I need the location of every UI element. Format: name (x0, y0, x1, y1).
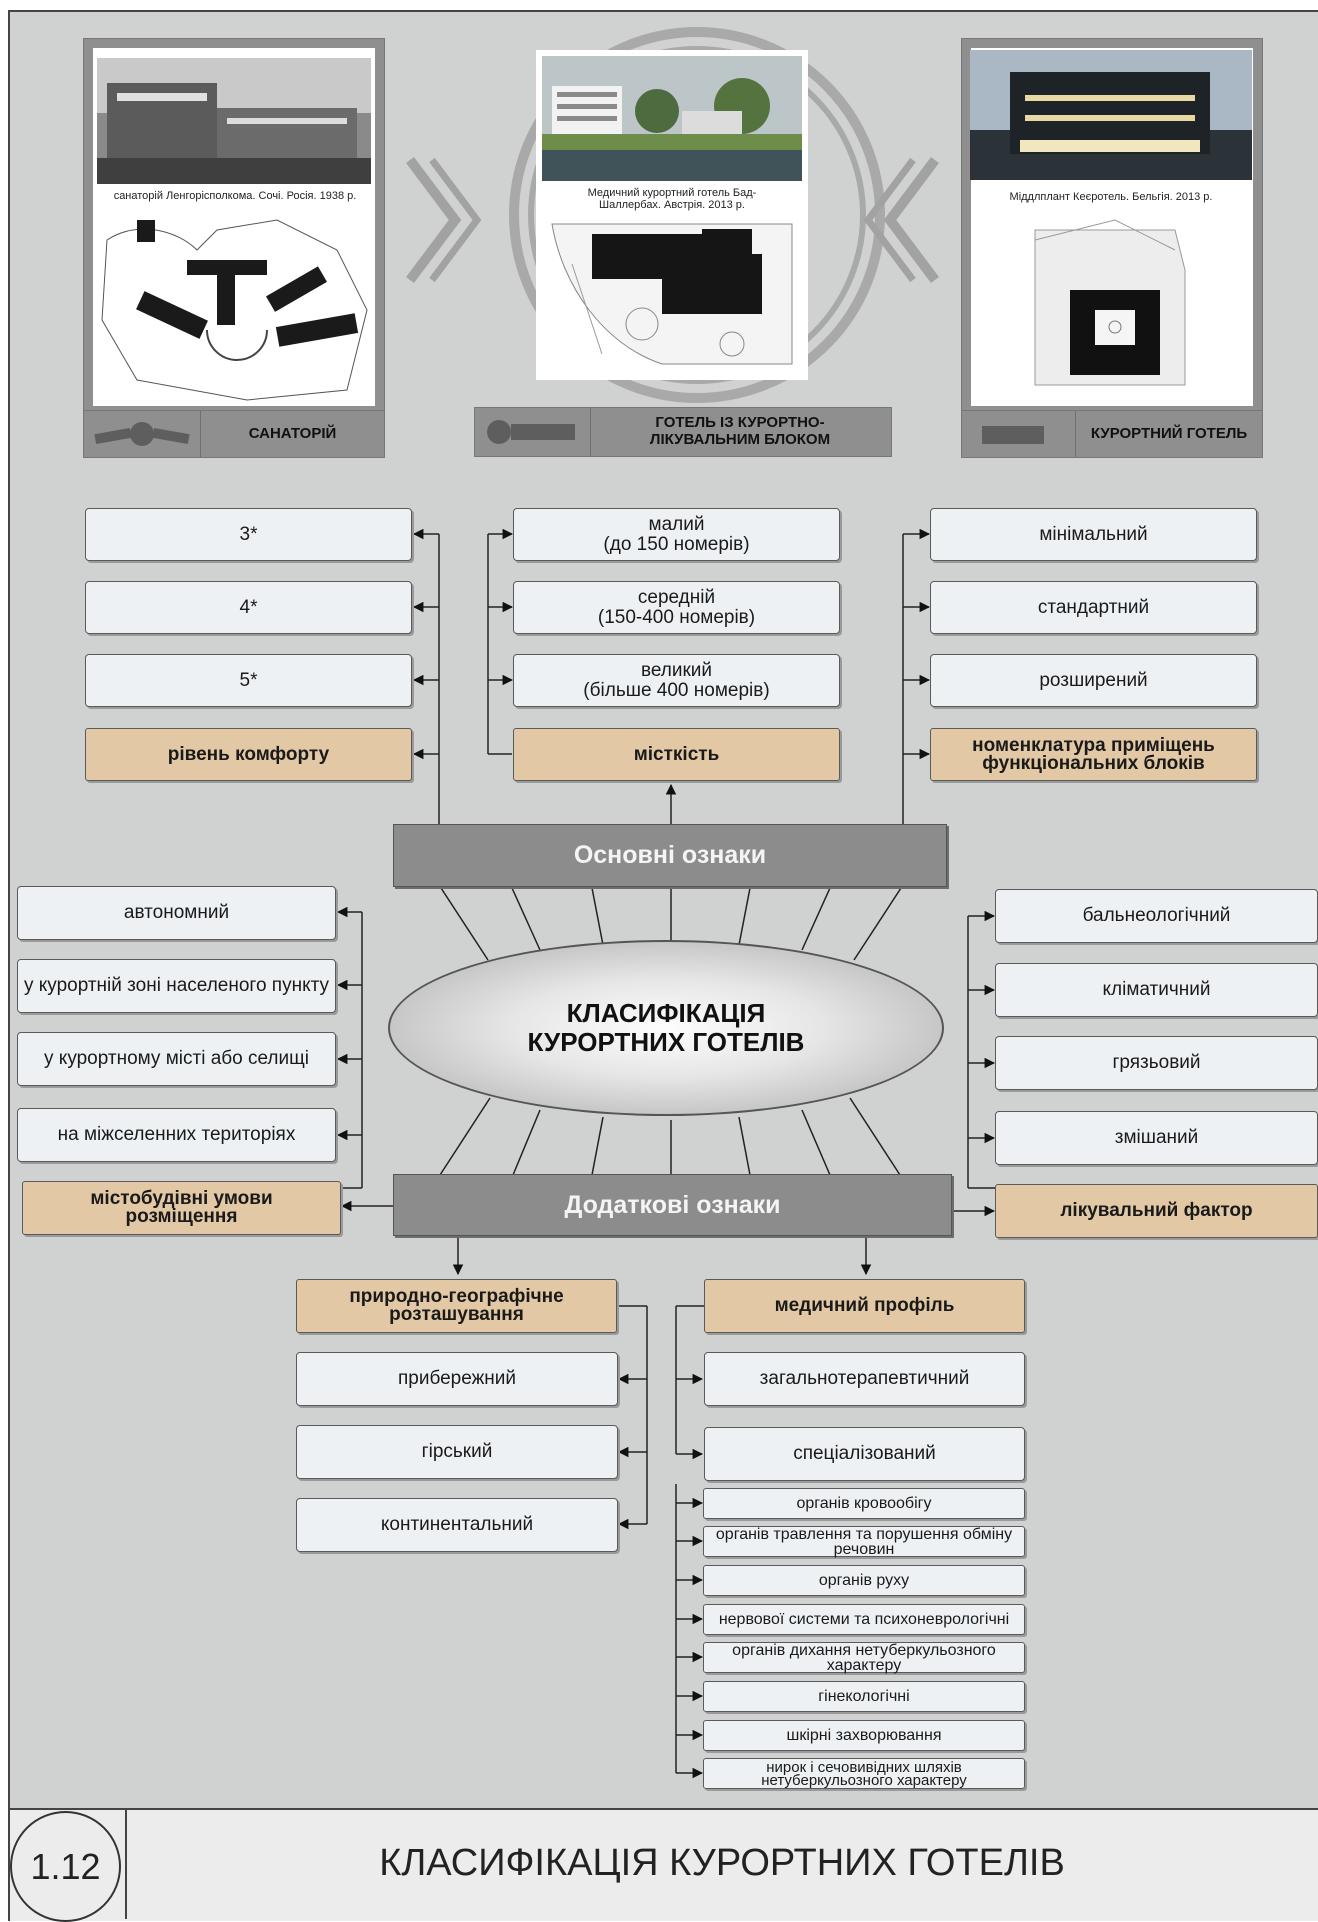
healing-item: бальнеологічний (995, 889, 1318, 943)
main-features-bar: Основні ознаки (393, 824, 947, 887)
specialized-item: органів руху (703, 1565, 1025, 1596)
example-label-bar: КУРОРТНИЙ ГОТЕЛЬ (961, 410, 1263, 458)
geo-item: континентальний (296, 1498, 618, 1552)
example-caption: Медичний курортний готель Бад-Шаллербах.… (587, 187, 757, 211)
comfort-category: рівень комфорту (85, 728, 412, 781)
healing-item: грязьовий (995, 1036, 1318, 1090)
chevron-left-1 (883, 157, 939, 283)
specialized-item: нирок і сечовивідних шляхів нетуберкульо… (703, 1758, 1025, 1789)
resort-hotel-photo (970, 50, 1252, 180)
separator (590, 408, 591, 456)
chevron-left-2 (863, 157, 916, 283)
capacity-item: малий (до 150 номерів) (513, 508, 840, 561)
sheet-number: 1.12 (10, 1811, 121, 1922)
medical-hotel-photo (542, 56, 802, 181)
nomenclature-item: стандартний (930, 581, 1257, 634)
geo-item: гірський (296, 1425, 618, 1479)
footer (8, 1808, 1318, 1921)
urban-item: у курортному місті або селищі (17, 1032, 336, 1086)
resort-hotel-plan (1034, 219, 1186, 386)
example-caption: Міддлплант Кеєротель. Бельгія. 2013 р. (1009, 191, 1213, 203)
urban-item: автономний (17, 886, 336, 940)
medical-hotel-plan (551, 223, 793, 365)
nomenclature-item: мінімальний (930, 508, 1257, 561)
separator (200, 411, 201, 457)
resort-hotel-scheme-icon (982, 426, 1044, 444)
specialized-item: гінекологічні (703, 1681, 1025, 1712)
healing-category: лікувальний фактор (995, 1184, 1318, 1238)
medical-item: загальнотерапевтичний (704, 1352, 1025, 1406)
medical-item: спеціалізований (704, 1427, 1025, 1481)
urban-category: містобудівні умови розміщення (22, 1181, 341, 1235)
capacity-category: місткість (513, 728, 840, 781)
sanatorium-photo (97, 58, 371, 184)
specialized-item: нервової системи та психоневрологічні (703, 1604, 1025, 1635)
sanatorium-plan (101, 219, 368, 401)
comfort-item: 4* (85, 581, 412, 634)
example-label: САНАТОРІЙ (248, 425, 337, 442)
specialized-item: шкірні захворювання (703, 1720, 1025, 1751)
capacity-item: великий (більше 400 номерів) (513, 654, 840, 707)
healing-item: змішаний (995, 1111, 1318, 1165)
urban-item: на міжселенних територіях (17, 1108, 336, 1162)
sheet-title: КЛАСИФІКАЦІЯ КУРОРТНИХ ГОТЕЛІВ (379, 1842, 1065, 1884)
healing-item: кліматичний (995, 963, 1318, 1017)
example-label: КУРОРТНИЙ ГОТЕЛЬ (1090, 425, 1248, 442)
additional-features-bar: Додаткові ознаки (393, 1174, 952, 1236)
example-label: ГОТЕЛЬ ІЗ КУРОРТНО-ЛІКУВАЛЬНИМ БЛОКОМ (649, 414, 831, 448)
comfort-item: 3* (85, 508, 412, 561)
classification-center: КЛАСИФІКАЦІЯ КУРОРТНИХ ГОТЕЛІВ (388, 940, 944, 1116)
nomenclature-item: розширений (930, 654, 1257, 707)
capacity-item: середній (150-400 номерів) (513, 581, 840, 634)
footer-divider (125, 1808, 127, 1919)
nomenclature-category: номенклатура приміщень функціональних бл… (930, 728, 1257, 781)
example-caption: санаторій Ленгорісполкома. Сочі. Росія. … (113, 190, 357, 202)
sanatorium-scheme-icon (94, 422, 190, 446)
chevron-right-1 (406, 157, 462, 283)
chevron-right-2 (429, 157, 482, 283)
example-label-bar: САНАТОРІЙ (83, 410, 385, 458)
example-label-bar: ГОТЕЛЬ ІЗ КУРОРТНО-ЛІКУВАЛЬНИМ БЛОКОМ (474, 407, 892, 457)
comfort-item: 5* (85, 654, 412, 707)
hotel-with-block-scheme-icon (487, 420, 575, 444)
separator (1075, 411, 1076, 457)
medical-category: медичний профіль (704, 1279, 1025, 1333)
specialized-item: органів кровообігу (703, 1488, 1025, 1519)
geo-item: прибережний (296, 1352, 618, 1406)
ring-inner (528, 46, 866, 384)
urban-item: у курортній зоні населеного пункту (17, 959, 336, 1013)
ring-outer (509, 27, 885, 403)
specialized-item: органів травлення та порушення обміну ре… (703, 1526, 1025, 1557)
specialized-item: органів дихання нетуберкульозного характ… (703, 1642, 1025, 1673)
geo-category: природно-географічне розташування (296, 1279, 617, 1333)
